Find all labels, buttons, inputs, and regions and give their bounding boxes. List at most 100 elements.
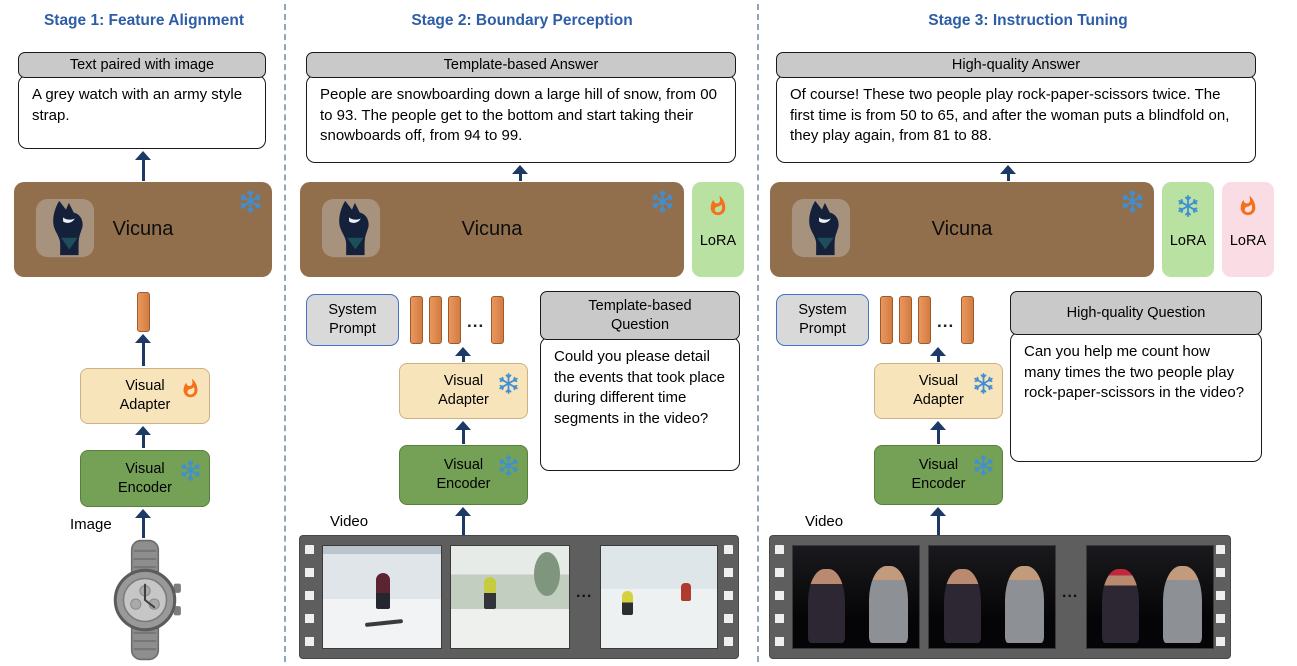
arrow-up <box>930 507 946 535</box>
answer-header: Text paired with image <box>18 52 266 78</box>
video-frame <box>792 545 920 649</box>
question-bubble: Could you please detail the events that … <box>540 337 740 471</box>
answer-header: High-quality Answer <box>776 52 1256 78</box>
frames-ellipsis: ... <box>1062 584 1079 601</box>
snowflake-icon <box>1177 195 1199 217</box>
flame-icon <box>710 195 726 216</box>
visual-encoder-label: Visual Encoder <box>436 457 491 492</box>
visual-token <box>918 296 931 344</box>
arrow-up <box>135 426 151 448</box>
tokens-ellipsis: ... <box>467 312 485 331</box>
snowflake-icon <box>973 455 994 476</box>
lora-label: LoRA <box>699 233 737 249</box>
flame-icon <box>183 378 198 398</box>
question-header: High-quality Question <box>1010 291 1262 335</box>
system-prompt-label: System Prompt <box>328 302 377 337</box>
arrow-up <box>512 165 528 181</box>
arrow-up <box>135 509 151 538</box>
stage-title: Stage 3: Instruction Tuning <box>928 12 1128 29</box>
system-prompt-box: System Prompt <box>306 294 399 346</box>
watch-image <box>113 539 183 661</box>
tokens-ellipsis: ... <box>937 312 955 331</box>
video-filmstrip: ... <box>770 536 1230 658</box>
snowflake-icon <box>498 373 519 394</box>
lora-box: LoRA <box>692 182 744 277</box>
snowflake-icon <box>498 455 519 476</box>
visual-adapter-label: Visual Adapter <box>913 373 964 408</box>
arrow-up <box>930 347 946 362</box>
input-label: Image <box>70 516 112 533</box>
filmstrip-sprockets <box>775 545 784 649</box>
snowflake-icon <box>973 373 994 394</box>
arrow-up <box>455 347 471 362</box>
arrow-up <box>135 334 151 366</box>
flame-icon <box>1240 195 1256 216</box>
answer-header: Template-based Answer <box>306 52 736 78</box>
lora-label: LoRA <box>1169 233 1207 249</box>
visual-encoder-box: Visual Encoder <box>80 450 210 507</box>
arrow-up <box>930 421 946 444</box>
lora-box: LoRA <box>1162 182 1214 277</box>
question-header: Template-based Question <box>540 291 740 340</box>
video-filmstrip: ... <box>300 536 738 658</box>
visual-token <box>429 296 442 344</box>
vicuna-label: Vicuna <box>461 218 523 240</box>
answer-box: Of course! These two people play rock-pa… <box>776 75 1256 163</box>
answer-box: People are snowboarding down a large hil… <box>306 75 736 163</box>
system-prompt-label: System Prompt <box>798 302 847 337</box>
snowflake-icon <box>239 190 262 213</box>
filmstrip-sprockets <box>1216 545 1225 649</box>
visual-token <box>137 292 150 332</box>
stage-title: Stage 2: Boundary Perception <box>411 12 633 29</box>
input-label: Video <box>805 513 844 530</box>
visual-encoder-box: Visual Encoder <box>874 445 1003 505</box>
vicuna-label: Vicuna <box>931 218 993 240</box>
visual-encoder-label: Visual Encoder <box>117 460 172 496</box>
answer-header-label: Text paired with image <box>69 56 215 73</box>
visual-adapter-box: Visual Adapter <box>874 363 1003 419</box>
system-prompt-box: System Prompt <box>776 294 869 346</box>
visual-adapter-label: Visual Adapter <box>438 373 489 408</box>
column-divider <box>757 4 759 662</box>
visual-adapter-box: Visual Adapter <box>399 363 528 419</box>
visual-adapter-label: Visual Adapter <box>119 378 171 413</box>
lora-box: LoRA <box>1222 182 1274 277</box>
answer-header-label: Template-based Answer <box>443 56 599 73</box>
input-label: Video <box>330 513 369 530</box>
video-frame <box>450 545 570 649</box>
question-header-label: High-quality Question <box>1066 304 1206 321</box>
visual-token <box>899 296 912 344</box>
visual-token <box>880 296 893 344</box>
arrow-up <box>135 151 151 181</box>
visual-encoder-label: Visual Encoder <box>911 457 966 492</box>
visual-token <box>448 296 461 344</box>
snowflake-icon <box>651 190 674 213</box>
question-bubble: Can you help me count how many times the… <box>1010 332 1262 462</box>
frames-ellipsis: ... <box>576 584 593 601</box>
arrow-up <box>455 421 471 444</box>
video-frame <box>928 545 1056 649</box>
answer-header-label: High-quality Answer <box>951 56 1081 73</box>
visual-token <box>961 296 974 344</box>
arrow-up <box>1000 165 1016 181</box>
vicuna-box: Vicuna <box>770 182 1154 277</box>
visual-encoder-box: Visual Encoder <box>399 445 528 505</box>
filmstrip-sprockets <box>305 545 314 649</box>
vicuna-box: Vicuna <box>14 182 272 277</box>
answer-box: A grey watch with an army style strap. <box>18 75 266 149</box>
visual-adapter-box: Visual Adapter <box>80 368 210 424</box>
video-frame <box>322 545 442 649</box>
visual-token <box>410 296 423 344</box>
question-header-label: Template-based Question <box>588 298 692 333</box>
stage-title: Stage 1: Feature Alignment <box>43 12 245 29</box>
column-divider <box>284 4 286 662</box>
video-frame <box>1086 545 1214 649</box>
vicuna-box: Vicuna <box>300 182 684 277</box>
visual-token <box>491 296 504 344</box>
video-frame <box>600 545 718 649</box>
arrow-up <box>455 507 471 535</box>
snowflake-icon <box>180 460 201 481</box>
filmstrip-sprockets <box>724 545 733 649</box>
snowflake-icon <box>1121 190 1144 213</box>
